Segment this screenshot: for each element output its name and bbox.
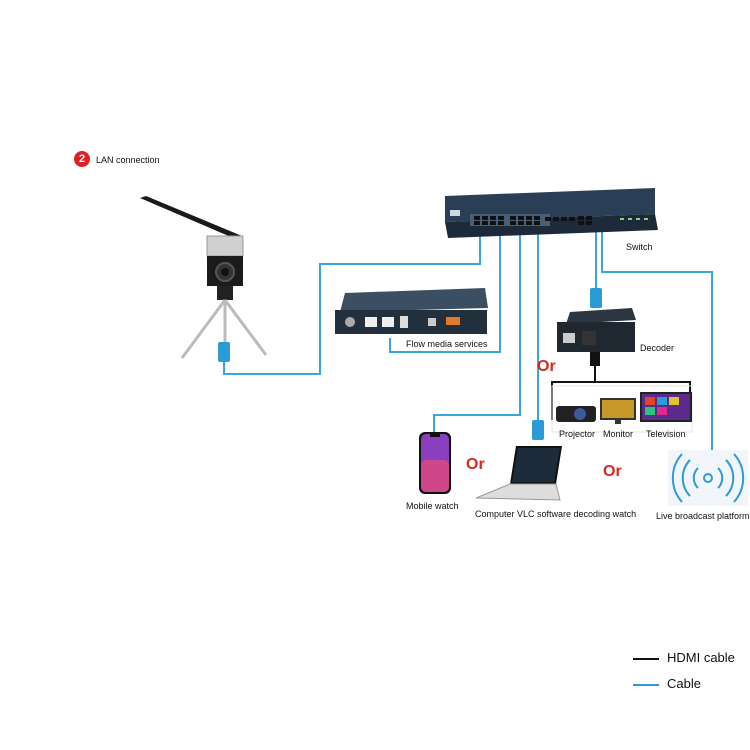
monitor-icon [600, 398, 636, 424]
projector-label: Projector [559, 429, 596, 439]
or-label: Or [466, 456, 485, 473]
cable-mobile-switch [433, 232, 521, 432]
legend-hdmi-swatch [633, 658, 659, 660]
monitor-label: Monitor [603, 429, 634, 439]
projector-icon [556, 406, 596, 422]
computer-label: Computer VLC software decoding watch [475, 509, 637, 519]
legend-cable-swatch [633, 684, 659, 686]
section-title: LAN connection [96, 155, 160, 165]
mobile-label: Mobile watch [406, 501, 459, 511]
or-label: Or [603, 463, 622, 480]
legend-cable-label: Cable [667, 676, 701, 691]
television-icon [640, 392, 692, 422]
cable-live-switch [601, 232, 713, 450]
switch-label: Switch [626, 242, 653, 252]
legend-hdmi-label: HDMI cable [667, 650, 735, 665]
step-badge: 2 [74, 151, 90, 167]
decoder-label: Decoder [640, 343, 675, 353]
or-label: Or [537, 358, 556, 375]
cable-camera-switch [223, 232, 481, 375]
television-label: Television [646, 429, 686, 439]
cable-flowmedia-switch [389, 232, 501, 353]
live-label: Live broadcast platform [656, 511, 750, 521]
flow-media-label: Flow media services [406, 339, 488, 349]
